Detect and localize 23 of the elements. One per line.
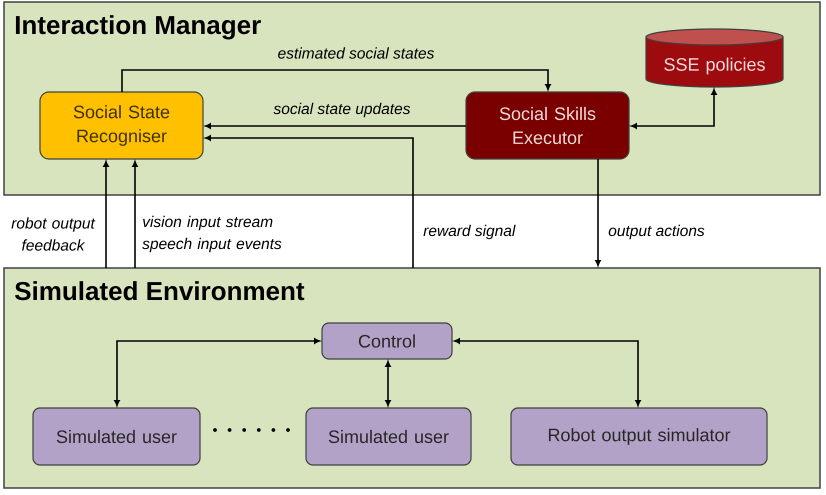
double-headed-arrow: [385, 361, 391, 406]
arrow: [205, 123, 466, 129]
process-box: Social Skills Executor: [465, 91, 630, 160]
edge-label: social state updates: [274, 102, 410, 118]
process-box: Robot output simulator: [510, 407, 768, 466]
process-box: Social State Recogniser: [39, 91, 204, 160]
process-box: Control: [321, 322, 453, 360]
arrow: [205, 135, 414, 268]
edge-label: output actions: [608, 224, 704, 240]
arrow: [132, 161, 138, 268]
arrow: [103, 161, 109, 268]
edge-label: robot output feedback: [11, 217, 96, 251]
arrow: [595, 159, 601, 266]
double-headed-arrow: [114, 338, 320, 406]
database-cylinder: SSE policies: [645, 28, 784, 88]
double-headed-arrow: [454, 338, 641, 406]
double-headed-arrow: [631, 89, 717, 129]
process-box: Simulated user: [32, 407, 201, 466]
edge-label: vision input stream speech input events: [142, 216, 282, 252]
process-box: Simulated user: [305, 407, 472, 466]
edge-label: estimated social states: [278, 47, 434, 59]
arrow: [121, 69, 551, 92]
edge-label: reward signal: [423, 224, 516, 240]
